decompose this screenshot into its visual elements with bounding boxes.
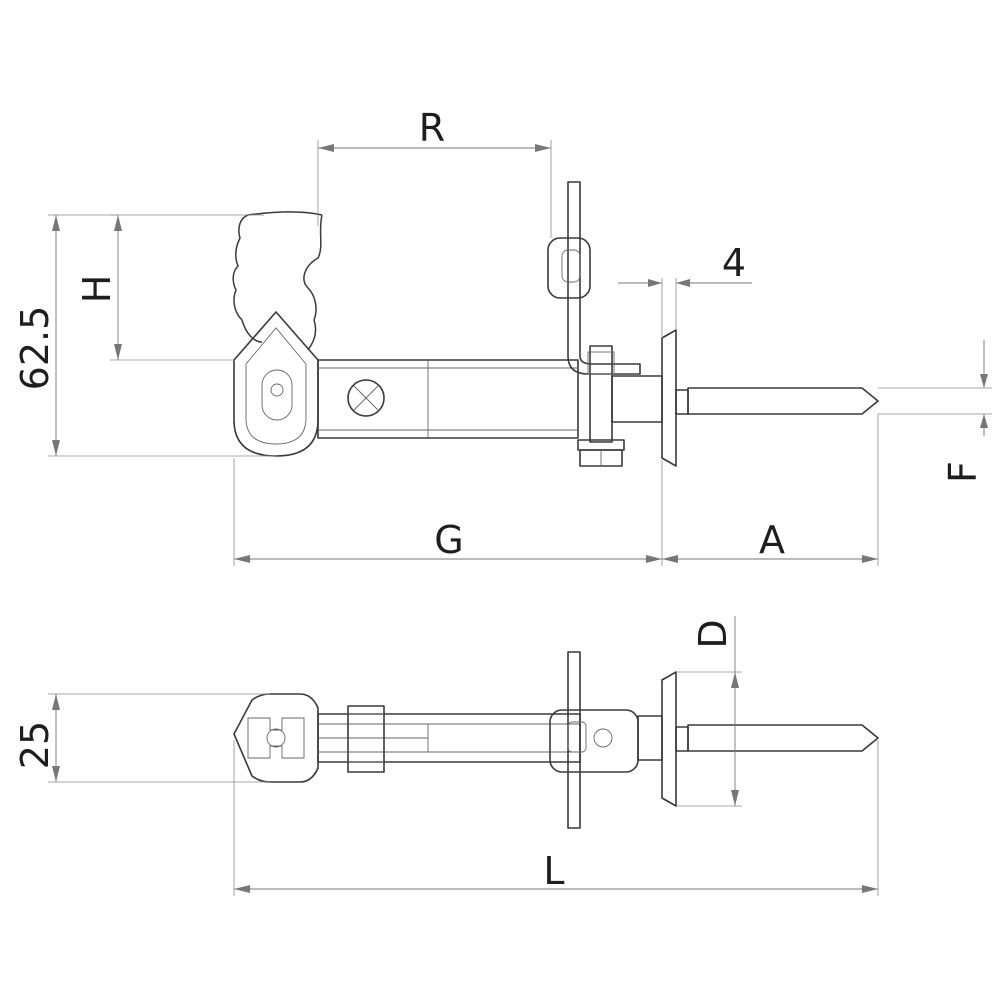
label-h: H <box>75 275 119 304</box>
pin-hole <box>270 383 284 397</box>
top-view <box>233 651 879 829</box>
lag-screw-thread-top-view <box>687 724 879 752</box>
cross-screw-slot-b <box>353 385 379 411</box>
screw-neck <box>675 389 689 415</box>
strap-bar <box>317 359 579 439</box>
bracket-plate-top-view <box>567 651 581 829</box>
label-4: 4 <box>722 241 746 285</box>
angle-bracket <box>567 181 641 375</box>
top-dimensions <box>48 616 879 896</box>
dim-4-arrow-right <box>676 279 690 287</box>
label-a: A <box>759 518 785 562</box>
label-f: F <box>941 461 985 483</box>
flange-plate <box>661 329 677 467</box>
dim-62-arrow-top <box>52 215 60 231</box>
hinge-eye-top-view <box>233 693 319 783</box>
dim-f-arrow-bottom <box>980 414 988 428</box>
screw-neck-top-view <box>675 726 689 752</box>
dim-d-arrow-top <box>731 672 739 688</box>
pin-slot <box>261 369 293 421</box>
label-g: G <box>434 518 463 562</box>
barrel-top-view <box>637 715 663 761</box>
side-view <box>232 181 879 467</box>
dim-h-arrow-bottom <box>114 344 122 360</box>
dim-g-arrow-left <box>234 555 250 563</box>
hinge-pin-top <box>266 728 286 748</box>
label-25: 25 <box>13 721 57 769</box>
bracket-slot-plate <box>547 237 591 299</box>
bracket-slot <box>561 249 581 283</box>
dim-r-arrow-right <box>535 144 551 152</box>
dim-4-arrow-left <box>648 279 662 287</box>
hinge-eye-inner <box>245 327 307 445</box>
label-r: R <box>419 106 445 150</box>
label-62-5: 62.5 <box>13 306 57 391</box>
dim-25-arrow-top <box>52 694 60 710</box>
housing-slot-top-view <box>567 721 587 753</box>
side-dimensions <box>48 140 992 566</box>
dimension-labels: R 4 H 62.5 F G A D 25 L <box>13 106 985 893</box>
dim-l-arrow-left <box>234 885 250 893</box>
dim-f-arrow-top <box>980 374 988 388</box>
dim-25-arrow-bottom <box>52 766 60 782</box>
dim-d-arrow-bottom <box>731 790 739 806</box>
cross-screw-top-view <box>347 705 385 773</box>
dim-a-arrow-right <box>862 555 878 563</box>
dim-a-arrow-left <box>662 555 678 563</box>
flange-plate-top-view <box>661 671 677 807</box>
label-d: D <box>691 619 735 648</box>
bolt-nut-top <box>587 351 615 375</box>
barrel <box>611 375 663 423</box>
hinge-eye-top-inner <box>247 717 305 759</box>
dim-l-arrow-right <box>862 885 878 893</box>
adjusting-bolt <box>589 345 613 443</box>
dim-62-arrow-bottom <box>52 440 60 456</box>
cross-screw <box>347 379 385 417</box>
dim-g-arrow-right <box>646 555 662 563</box>
dim-h-arrow-top <box>114 215 122 231</box>
label-l: L <box>543 849 564 893</box>
dim-r-arrow-left <box>318 144 334 152</box>
lag-screw-thread <box>687 387 879 415</box>
adjusting-bolt-top-view <box>593 728 613 748</box>
